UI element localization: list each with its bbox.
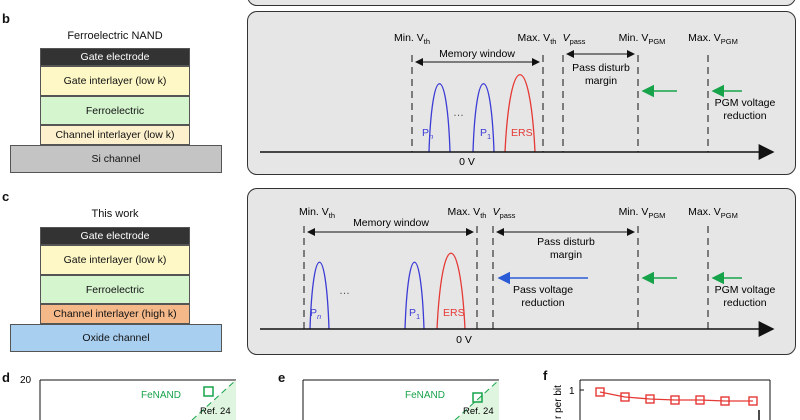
c-pn-label: Pn (310, 307, 321, 321)
b-layer-channel-interlayer: Channel interlayer (low k) (40, 125, 190, 145)
d-ytick-20: 20 (20, 375, 32, 386)
panel-b-diagram-box: Min. Vth Max. Vth Vpass Min. VPGM Max. V… (247, 11, 796, 175)
e-ref-label: Ref. 24 (463, 406, 494, 417)
f-point (748, 396, 758, 406)
c-layer-channel-interlayer: Channel interlayer (high k) (40, 304, 190, 324)
c-pass-reduction-label-1: Pass voltage (513, 284, 573, 296)
b-min-vth-label: Min. Vth (394, 32, 430, 46)
panel-c-letter: c (2, 189, 10, 204)
c-min-vpgm-label: Min. VPGM (619, 206, 666, 220)
c-zero-v-label: 0 V (456, 334, 472, 346)
c-p1-distribution (404, 261, 425, 330)
c-ers-distribution (436, 252, 466, 330)
e-fenand-label: FeNAND (405, 390, 445, 401)
c-max-vpgm-label: Max. VPGM (688, 206, 738, 220)
c-pgm-reduction-label-1: PGM voltage (715, 284, 776, 296)
c-layer-gate-interlayer: Gate interlayer (low k) (40, 245, 190, 275)
c-vpass-label: Vpass (493, 206, 516, 220)
c-pn-distribution (309, 261, 330, 330)
c-pass-reduction-label-2: reduction (521, 297, 564, 309)
b-ers-label: ERS (511, 127, 533, 139)
panel-f-letter: f (543, 368, 548, 383)
c-max-vth-label: Max. Vth (448, 206, 487, 220)
b-layer-ferroelectric: Ferroelectric (40, 96, 190, 125)
c-p1-label: P1 (409, 307, 420, 321)
b-max-vpgm-label: Max. VPGM (688, 32, 738, 46)
c-layer-oxide-channel: Oxide channel (10, 324, 222, 352)
f-point (645, 394, 655, 404)
panel-c-stack-title: This work (91, 208, 139, 220)
b-p1-label: P1 (480, 127, 491, 141)
b-pass-disturb-label-1: Pass disturb (572, 62, 630, 74)
panel-c-diagram-box: Min. Vth Max. Vth Vpass Min. VPGM Max. V… (247, 188, 796, 355)
b-zero-v-label: 0 V (459, 156, 475, 168)
c-pgm-reduction-label-2: reduction (723, 297, 766, 309)
d-fenand-label: FeNAND (141, 390, 181, 401)
b-layer-si-channel: Si channel (10, 145, 222, 173)
panel-b-letter: b (2, 11, 10, 26)
f-point (595, 387, 605, 397)
c-dots: … (339, 285, 350, 297)
b-pgm-reduction-label-1: PGM voltage (715, 97, 776, 109)
b-min-vpgm-label: Min. VPGM (619, 32, 666, 46)
c-pass-disturb-label-2: margin (550, 249, 582, 261)
f-point (620, 392, 630, 402)
f-point (670, 395, 680, 405)
b-pass-disturb-label-2: margin (585, 75, 617, 87)
f-series-line (599, 391, 753, 402)
d-ref-marker (203, 386, 214, 397)
c-layer-gate-electrode: Gate electrode (40, 227, 190, 245)
panel-d-letter: d (2, 370, 10, 385)
f-ylabel: r per bit (553, 385, 564, 419)
panel-b-stack-title: Ferroelectric NAND (67, 30, 163, 42)
panel-e-plot: FeNAND Ref. 24 (302, 379, 500, 420)
panel-e-letter: e (278, 370, 286, 385)
e-ref-marker (472, 392, 483, 403)
c-pass-disturb-label-1: Pass disturb (537, 236, 595, 248)
b-ers-distribution (504, 74, 536, 153)
c-layer-ferroelectric: Ferroelectric (40, 275, 190, 304)
b-layer-gate-electrode: Gate electrode (40, 48, 190, 66)
b-layer-gate-interlayer: Gate interlayer (low k) (40, 66, 190, 96)
panel-f-plot: r per bit 1 (553, 379, 771, 420)
b-memory-window-label: Memory window (439, 48, 515, 60)
b-pn-distribution (428, 83, 451, 153)
d-ref-label: Ref. 24 (200, 406, 231, 417)
c-min-vth-label: Min. Vth (299, 206, 335, 220)
f-point (720, 396, 730, 406)
b-vpass-label: Vpass (563, 32, 586, 46)
b-pn-label: Pn (422, 127, 433, 141)
f-ytick-1: 1 (569, 386, 575, 397)
c-ers-label: ERS (443, 307, 465, 319)
previous-panel-remnant (247, 0, 796, 6)
b-pgm-reduction-label-2: reduction (723, 110, 766, 122)
f-point (695, 395, 705, 405)
b-p1-distribution (472, 83, 495, 153)
c-memory-window-label: Memory window (353, 217, 429, 229)
b-dots: … (453, 107, 464, 119)
panel-d-plot: 20 FeNAND Ref. 24 (20, 375, 237, 420)
b-max-vth-label: Max. Vth (518, 32, 557, 46)
